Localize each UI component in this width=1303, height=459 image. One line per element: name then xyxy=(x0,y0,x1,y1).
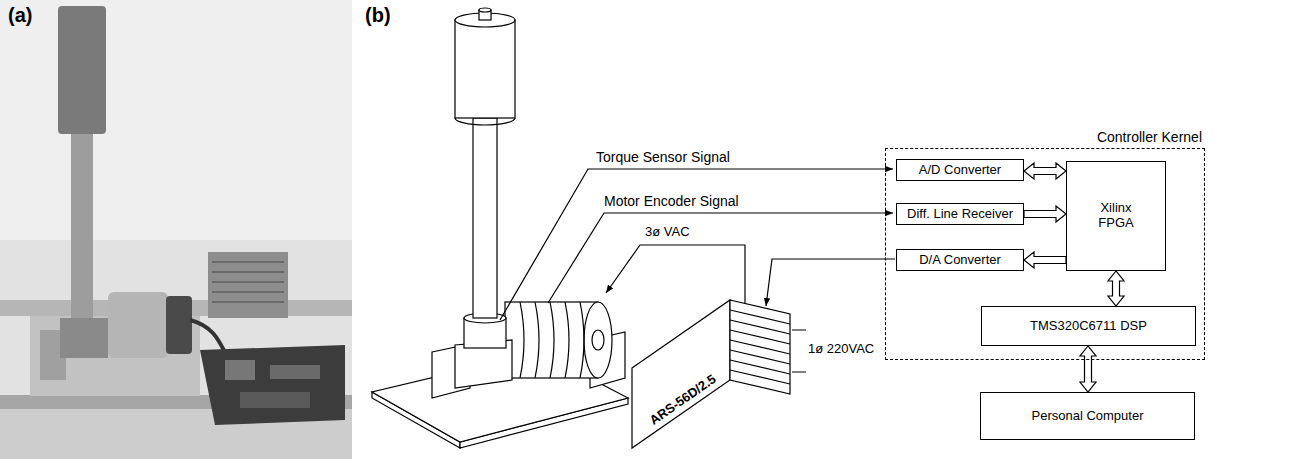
test-rig-drawing xyxy=(592,330,604,350)
box-label: TMS320C6711 DSP xyxy=(1030,319,1147,334)
supply-label: 3ø VAC xyxy=(645,225,690,239)
panel-label: (b) xyxy=(365,4,391,26)
signal-wire xyxy=(500,169,895,372)
converter-box: D/A Converter xyxy=(896,249,1024,271)
photo xyxy=(166,296,192,354)
test-rig-drawing xyxy=(584,302,612,378)
signal-wire xyxy=(500,169,893,320)
block-arrow xyxy=(1080,346,1096,392)
converter-box: A/D Converter xyxy=(896,159,1024,181)
photo xyxy=(0,0,352,459)
controller-kernel: Controller KernelA/D ConverterDiff. Line… xyxy=(885,148,1205,360)
photo xyxy=(0,0,352,240)
test-rig-drawing xyxy=(455,118,515,125)
signal-wire xyxy=(548,213,893,303)
signal-name: Motor Encoder Signal xyxy=(604,194,739,209)
test-rig-drawing xyxy=(372,8,628,448)
signal-name: Torque Sensor Signal xyxy=(596,150,730,165)
computer-box: Personal Computer xyxy=(980,392,1195,440)
photo xyxy=(212,262,284,302)
signal-wire xyxy=(766,259,895,306)
supply-label: 1ø 220VAC xyxy=(808,342,874,356)
test-rig-drawing xyxy=(479,8,491,12)
panel-label: (a) xyxy=(8,4,32,26)
signal-wire xyxy=(606,245,745,303)
receiver-box: Diff. Line Receiver xyxy=(896,203,1024,225)
photo xyxy=(0,0,352,459)
block-arrow xyxy=(1024,206,1066,222)
photo xyxy=(270,365,320,379)
test-rig-drawing xyxy=(520,302,584,378)
block-arrow xyxy=(1024,252,1066,268)
block-arrow xyxy=(1024,163,1066,179)
servo-drive xyxy=(730,310,790,384)
box-label: D/A Converter xyxy=(919,253,1001,268)
box-label: Xilinx FPGA xyxy=(1090,201,1142,231)
photo xyxy=(208,252,288,318)
photo xyxy=(108,292,168,358)
box-label: A/D Converter xyxy=(919,163,1001,178)
signal-wire xyxy=(792,330,806,372)
servo-drive xyxy=(730,300,790,394)
box-label: Diff. Line Receiver xyxy=(907,207,1013,222)
fpga-box: Xilinx FPGA xyxy=(1066,161,1166,271)
test-rig-drawing xyxy=(473,118,497,318)
photo xyxy=(200,345,345,425)
photo xyxy=(225,360,255,380)
test-rig-drawing xyxy=(505,302,598,378)
block-arrow xyxy=(1108,271,1124,306)
photo xyxy=(71,134,93,324)
test-rig-drawing xyxy=(455,20,515,118)
group-heading: Controller Kernel xyxy=(1097,129,1202,145)
servo-drive xyxy=(632,300,730,448)
box-label: Personal Computer xyxy=(1032,409,1144,424)
photo xyxy=(240,392,310,408)
servo-drive xyxy=(632,300,790,448)
photo xyxy=(60,318,108,358)
dsp-box: TMS320C6711 DSP xyxy=(981,306,1196,346)
photo xyxy=(58,6,106,134)
